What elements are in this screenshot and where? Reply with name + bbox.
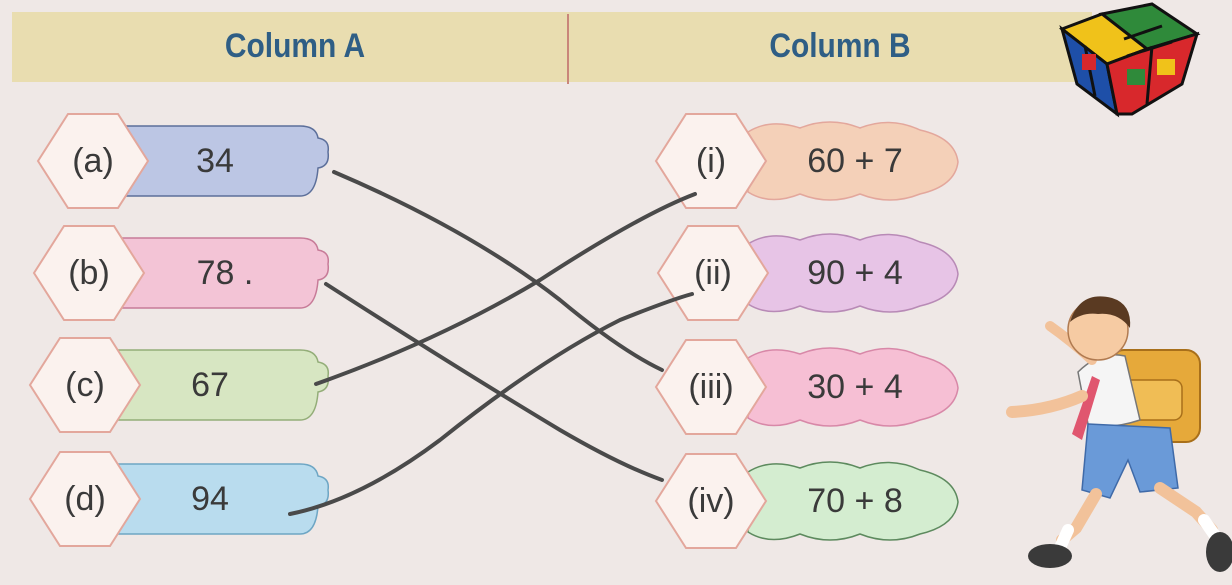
hex-i	[654, 113, 768, 209]
match-line-d-ii	[288, 292, 694, 516]
match-lines	[288, 170, 697, 516]
column-b-clouds	[747, 121, 959, 541]
hex-c	[28, 337, 142, 433]
bar-b	[117, 237, 330, 309]
value-iv: 70 + 8	[807, 482, 903, 520]
label-a: (a)	[72, 142, 114, 180]
rubiks-cube-icon	[1058, 2, 1201, 118]
cloud-iv	[747, 461, 959, 541]
match-line-a-iii	[332, 170, 664, 372]
cloud-iii	[747, 347, 959, 427]
schoolboy-illustration	[1006, 296, 1232, 572]
value-ii: 90 + 4	[807, 254, 903, 292]
label-ii: (ii)	[694, 254, 732, 292]
label-b: (b)	[68, 254, 110, 292]
hex-iii	[654, 339, 768, 435]
column-a-title: Column A	[224, 27, 366, 65]
label-i: (i)	[695, 142, 727, 180]
value-a: 34	[196, 142, 234, 180]
label-iv: (iv)	[687, 482, 735, 520]
label-iii: (iii)	[688, 368, 734, 406]
match-line-b-iv	[324, 282, 664, 482]
header-band	[12, 12, 1092, 82]
value-c: 67	[191, 366, 229, 404]
bar-a	[117, 125, 330, 197]
cloud-ii	[747, 233, 959, 313]
label-c: (c)	[65, 366, 105, 404]
column-a-hexagons	[28, 113, 150, 547]
hex-b	[32, 225, 146, 321]
hex-a	[36, 113, 150, 209]
bar-c	[117, 349, 330, 421]
value-b: 78 .	[196, 254, 254, 292]
column-a-bars	[117, 125, 330, 535]
value-d: 94	[191, 480, 229, 518]
value-iii: 30 + 4	[807, 368, 903, 406]
column-b-title: Column B	[769, 27, 911, 65]
value-i: 60 + 7	[807, 142, 903, 180]
header-divider	[567, 14, 569, 84]
hex-iv	[654, 453, 768, 549]
bar-d	[117, 463, 330, 535]
match-line-c-i	[314, 192, 697, 386]
cloud-i	[747, 121, 959, 201]
label-d: (d)	[64, 480, 106, 518]
hex-d	[28, 451, 142, 547]
